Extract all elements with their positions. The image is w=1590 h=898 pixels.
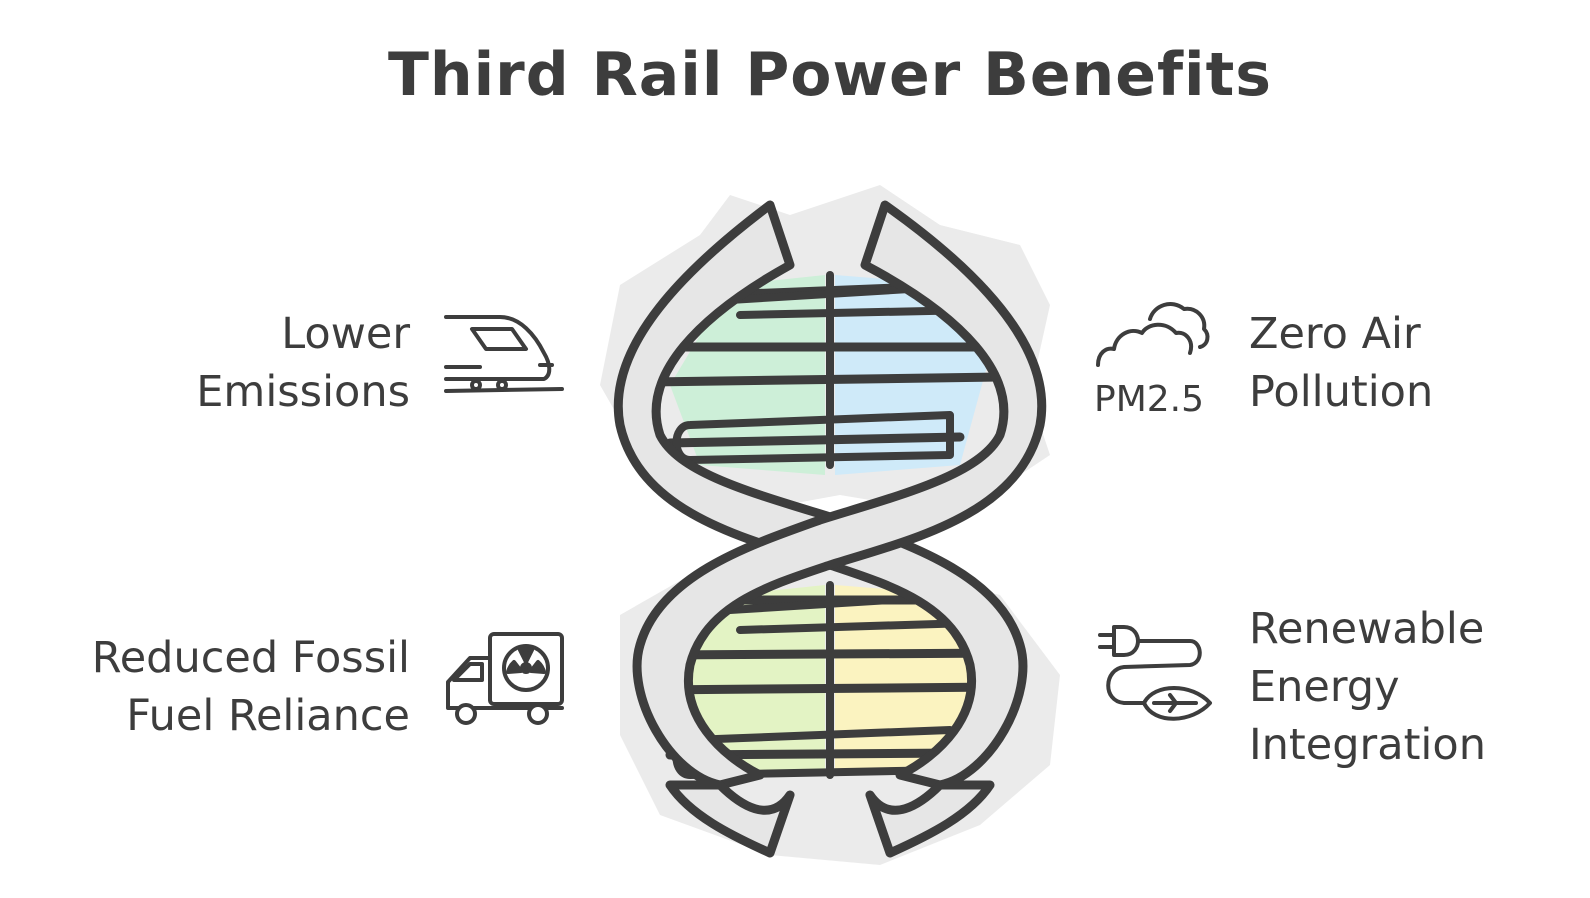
benefit-label-lower-emissions: Lower Emissions bbox=[130, 305, 410, 421]
benefit-label-reduced-fossil-fuel: Reduced Fossil Fuel Reliance bbox=[30, 629, 410, 745]
benefit-label-line: Fuel Reliance bbox=[126, 691, 410, 741]
benefit-label-line: Reduced Fossil bbox=[91, 633, 410, 683]
helix-strand-tail bbox=[665, 780, 995, 858]
benefit-label-line: Renewable bbox=[1249, 604, 1485, 654]
benefit-label-zero-air-pollution: Zero Air Pollution bbox=[1249, 305, 1549, 421]
plug-leaf-icon bbox=[1098, 625, 1212, 721]
benefit-label-line: Emissions bbox=[196, 367, 410, 417]
pm-text: PM2.5 bbox=[1094, 379, 1204, 420]
helix-strand bbox=[613, 200, 1028, 790]
radioactive-truck-icon bbox=[446, 632, 564, 725]
benefit-label-line: Energy bbox=[1249, 662, 1400, 712]
dna-helix-diagram bbox=[600, 185, 1060, 865]
benefit-label-line: Pollution bbox=[1249, 367, 1434, 417]
train-icon bbox=[444, 315, 564, 393]
benefit-label-line: Integration bbox=[1249, 720, 1486, 770]
benefit-label-line: Zero Air bbox=[1249, 309, 1421, 359]
helix-strand bbox=[632, 200, 1047, 790]
benefit-label-renewable-energy: Renewable Energy Integration bbox=[1249, 600, 1579, 774]
benefit-label-line: Lower bbox=[281, 309, 410, 359]
cloud-pm25-icon: PM2.5 bbox=[1094, 302, 1210, 420]
page-title: Third Rail Power Benefits bbox=[387, 40, 1273, 110]
